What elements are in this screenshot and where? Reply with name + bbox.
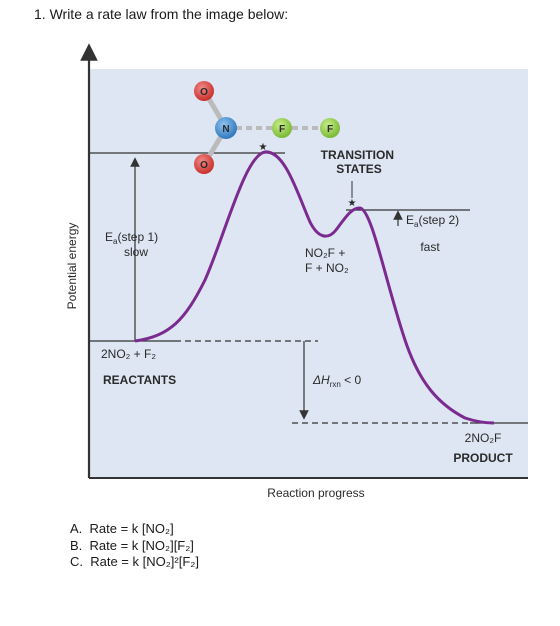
- ea-step2-rate: fast: [420, 240, 440, 254]
- svg-text:N: N: [222, 124, 229, 135]
- fluorine-atom-2: [320, 118, 340, 138]
- choice-c[interactable]: C. Rate = k [NO₂]²[F₂]: [70, 554, 199, 569]
- ea-step2-label: Ea(step 2): [406, 213, 459, 229]
- plot-panel: [89, 69, 528, 478]
- transition-state-star-2: ★: [348, 198, 357, 209]
- product-label: PRODUCT: [453, 451, 513, 465]
- reaction-energy-curve: [134, 150, 495, 425]
- svg-text:F: F: [327, 124, 333, 135]
- intermediate-label: NO₂F + F + NO₂: [305, 246, 349, 275]
- transition-state-star-1: ★: [259, 142, 268, 153]
- answer-choices: A. Rate = k [NO₂] B. Rate = k [NO₂][F₂] …: [70, 521, 199, 571]
- nitrogen-atom: [215, 117, 237, 139]
- oxygen-atom-bottom: [194, 154, 214, 174]
- choice-a[interactable]: A. Rate = k [NO₂]: [70, 521, 174, 536]
- choice-b[interactable]: B. Rate = k [NO₂][F₂]: [70, 537, 194, 553]
- svg-text:O: O: [200, 87, 208, 98]
- y-axis-label: Potential energy: [65, 223, 79, 310]
- ea-step1-label: Ea(step 1): [105, 230, 158, 246]
- oxygen-atom-top: [194, 81, 214, 101]
- reactants-label: REACTANTS: [103, 373, 176, 387]
- reactants-formula: 2NO₂ + F₂: [101, 347, 156, 361]
- product-formula: 2NO₂F: [465, 431, 502, 445]
- transition-states-label: TRANSITION STATES: [321, 148, 398, 176]
- fluorine-atom-1: [272, 118, 292, 138]
- x-axis-label: Reaction progress: [267, 486, 364, 500]
- ea-step1-rate: slow: [124, 245, 148, 259]
- svg-text:O: O: [200, 160, 208, 171]
- question-prompt: 1. Write a rate law from the image below…: [34, 6, 289, 22]
- svg-text:F: F: [279, 124, 285, 135]
- delta-h-label: ΔHrxn < 0: [312, 373, 362, 389]
- transition-state-molecule: O O N F F: [194, 81, 340, 174]
